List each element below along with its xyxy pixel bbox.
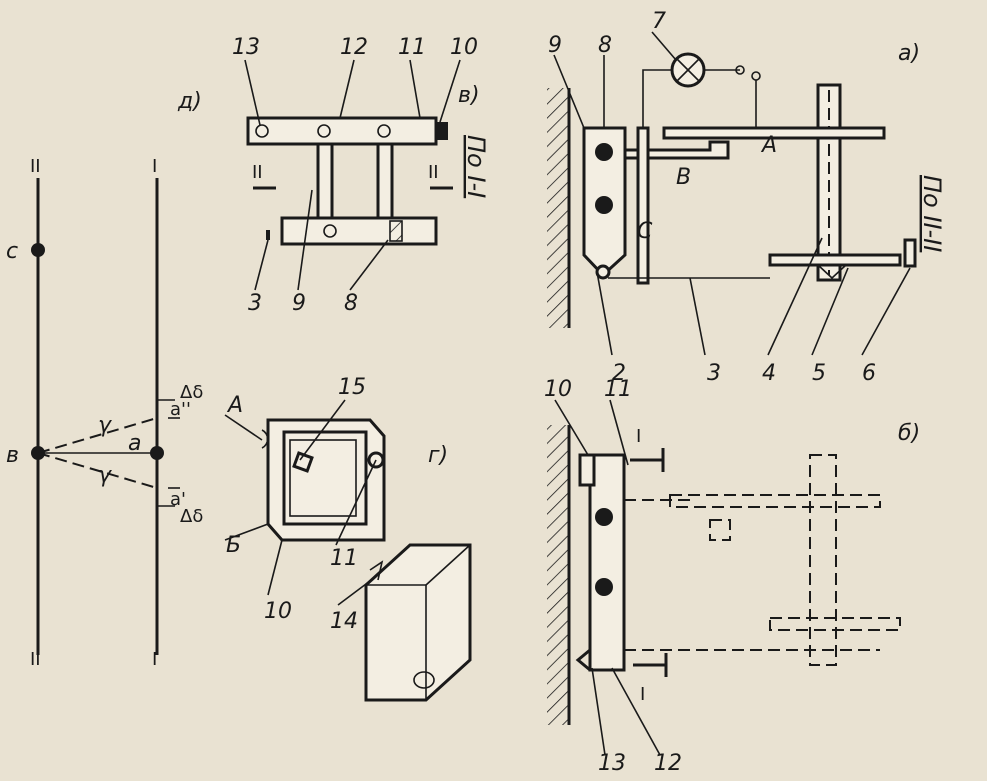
letter-b: B xyxy=(676,165,691,190)
pin-upper xyxy=(316,142,334,220)
pivot-2 xyxy=(595,264,611,280)
ground-hatch-b xyxy=(547,425,569,725)
panel-g xyxy=(261,418,472,702)
crossbar-top xyxy=(662,126,886,140)
caption-section-ii: По II-II xyxy=(918,175,946,252)
label-g15: 15 xyxy=(338,375,366,400)
ground-hatch xyxy=(547,88,569,328)
leaders-g xyxy=(224,399,377,606)
label-v10: 10 xyxy=(450,35,478,60)
label-line-ii-top: II xyxy=(30,156,41,177)
letter-a: A xyxy=(760,133,777,158)
bolt-upper xyxy=(595,143,613,161)
leaders-a xyxy=(553,31,911,356)
pin-middle xyxy=(376,142,394,220)
panel-a xyxy=(547,52,917,328)
label-b-i-top: I xyxy=(636,426,641,447)
label-8: 8 xyxy=(598,33,612,58)
label-v9: 9 xyxy=(292,291,306,316)
letter-c: C xyxy=(637,219,653,244)
baseplate-b xyxy=(588,453,626,672)
label-point-a2: a'' xyxy=(170,399,191,420)
label-v-ii-right: II xyxy=(428,162,439,183)
block-14 xyxy=(364,543,472,702)
label-point-b: в xyxy=(6,443,19,468)
label-5: 5 xyxy=(812,361,826,386)
point-c xyxy=(31,243,45,257)
label-6: 6 xyxy=(862,361,876,386)
label-v3: 3 xyxy=(248,291,262,316)
label-b11: 11 xyxy=(604,377,632,402)
indicator-6 xyxy=(903,238,917,268)
leaders-b xyxy=(554,399,661,756)
label-point-a: a xyxy=(128,431,141,456)
panel-d xyxy=(31,178,180,655)
label-2: 2 xyxy=(612,361,626,386)
label-delta-lower: Δδ xyxy=(180,506,203,527)
label-gamma-lower: γ xyxy=(98,463,112,488)
caption-d: д) xyxy=(177,89,202,114)
label-v12: 12 xyxy=(340,35,368,60)
label-b10: 10 xyxy=(544,377,572,402)
panel-v xyxy=(246,116,453,246)
label-b-i-bottom: I xyxy=(640,684,645,705)
element-15 xyxy=(292,451,314,473)
label-b12: 12 xyxy=(654,751,682,776)
label-line-ii-bottom: II xyxy=(30,649,41,670)
clamp-b10 xyxy=(578,453,596,487)
label-3: 3 xyxy=(707,361,721,386)
clamp-v10 xyxy=(436,122,448,140)
rod-a xyxy=(636,126,650,285)
caption-v: в) xyxy=(458,83,480,108)
bolt-b-lower xyxy=(595,578,613,596)
label-9: 9 xyxy=(548,33,562,58)
label-g10: 10 xyxy=(264,599,292,624)
frame-window xyxy=(282,430,368,526)
caption-g: г) xyxy=(428,443,448,468)
label-gamma-upper: γ xyxy=(98,413,112,438)
label-4: 4 xyxy=(762,361,776,386)
letter-b-g: Б xyxy=(226,533,241,558)
label-g11: 11 xyxy=(330,546,358,571)
label-line-i-top: I xyxy=(152,156,157,177)
crossbar-5 xyxy=(768,253,902,267)
caption-section-i: По I-I xyxy=(462,135,490,198)
label-g14: 14 xyxy=(330,609,358,634)
label-v8: 8 xyxy=(344,291,358,316)
label-delta-upper: Δδ xyxy=(180,382,203,403)
bolt-lower xyxy=(595,196,613,214)
label-b13: 13 xyxy=(598,751,626,776)
label-v11: 11 xyxy=(398,35,426,60)
label-line-i-bottom: I xyxy=(152,649,157,670)
arm-b xyxy=(623,140,730,160)
label-point-a1: a' xyxy=(170,489,186,510)
letter-a-g: A xyxy=(226,393,243,418)
label-7: 7 xyxy=(652,9,666,34)
bar-12 xyxy=(246,116,438,146)
label-v-ii-left: II xyxy=(252,162,263,183)
label-v13: 13 xyxy=(232,35,260,60)
caption-b: б) xyxy=(898,421,920,446)
panel-b xyxy=(547,425,901,725)
caption-a: а) xyxy=(898,41,920,66)
label-point-c: c xyxy=(6,239,18,264)
leaders-v xyxy=(244,59,461,291)
bolt-b-upper xyxy=(595,508,613,526)
